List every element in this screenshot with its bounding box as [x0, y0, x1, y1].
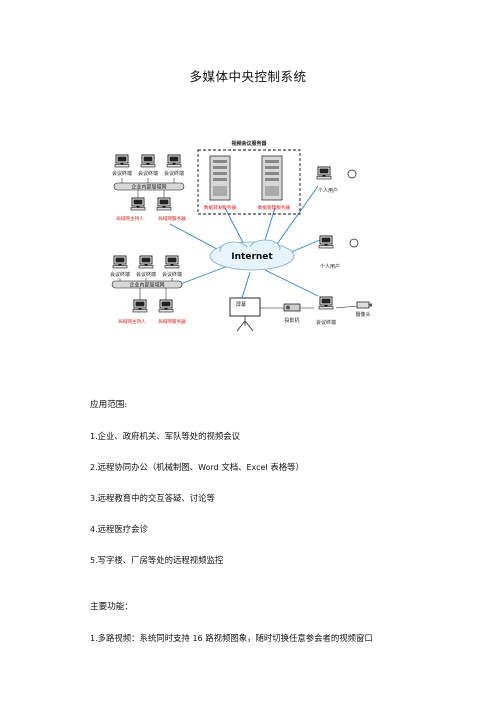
top-server-label: 局域网服务器	[158, 215, 186, 222]
computer-icon	[114, 154, 130, 168]
top-terminal-label: 会议终端	[138, 170, 158, 177]
computer-icon	[112, 255, 128, 269]
computer-icon	[318, 235, 334, 249]
top-lan-label: 企业内部局域网	[131, 184, 166, 191]
video-camera-icon	[356, 301, 372, 309]
bottom-terminal-label: 会议终端	[110, 271, 130, 278]
top-host-label: 局域网主持人	[116, 215, 144, 222]
bottom-terminal-label: 会议终端	[162, 271, 182, 278]
screen-label: 屏幕	[236, 301, 246, 308]
camera-icon	[349, 238, 359, 248]
scope-heading: 应用范围:	[90, 400, 128, 410]
document-title: 多媒体中央控制系统	[189, 69, 307, 84]
personal-user-bottom: 个人用户	[318, 235, 359, 270]
scope-item: 4.远程医疗会诊	[90, 524, 148, 534]
scope-item: 5.写字楼、厂房等处的远程视频监控	[90, 555, 224, 565]
computer-icon	[156, 197, 172, 211]
camera-icon	[347, 169, 357, 179]
server-left-label: 数据转发服务器	[204, 204, 237, 211]
server-left-icon	[209, 155, 231, 201]
functions-heading: 主要功能：	[90, 602, 133, 612]
personal-user-top: 个人用户	[316, 166, 357, 194]
bottom-host-label: 局域网主持人	[118, 318, 146, 325]
computer-icon	[138, 255, 154, 269]
computer-icon	[316, 166, 332, 180]
top-terminal-label: 会议终端	[164, 170, 184, 177]
conference-terminal-icon	[318, 296, 334, 310]
scope-item: 3.远程教育中的交互答疑、讨论等	[90, 493, 215, 503]
user-bottom-label: 个人用户	[320, 263, 340, 270]
computer-icon	[164, 255, 180, 269]
computer-icon	[132, 299, 148, 313]
camera-label: 摄像头	[355, 311, 370, 318]
conf-terminal-label: 会议终端	[316, 319, 336, 326]
computer-icon	[130, 197, 146, 211]
computer-icon	[158, 299, 174, 313]
top-lan-group: 会议终端 会议终端 会议终端 企业内部局域网 局域网主持人 局域网服务器	[112, 154, 186, 222]
projector-icon	[283, 303, 301, 312]
network-diagram: Internet 视频会议服务器 数据转发服务器 数据管理服务器 会议终端 会议…	[100, 128, 400, 350]
user-top-label: 个人用户	[318, 187, 338, 194]
projector-label: 投影机	[284, 317, 299, 324]
internet-label: Internet	[231, 252, 273, 262]
bottom-lan-group: 会议终端 会议终端 会议终端 企业内部局域网 局域网主持人 局域网服务器	[110, 255, 186, 325]
projection-screen-icon	[229, 297, 261, 332]
server-right-icon	[261, 155, 283, 201]
internet-cloud-icon	[209, 239, 295, 271]
function-item: 1.多路视频：系统同时支持 16 路视频图象，随时切换任意参会者的视频窗口	[90, 633, 373, 643]
top-terminal-label: 会议终端	[112, 170, 132, 177]
server-group-frame	[197, 149, 301, 215]
computer-icon	[166, 154, 182, 168]
bottom-terminal-label: 会议终端	[136, 271, 156, 278]
scope-item: 2.远程协同办公（机械制图、Word 文档、Excel 表格等）	[90, 462, 304, 472]
bottom-server-label: 局域网服务器	[158, 318, 186, 325]
server-right-label: 数据管理服务器	[258, 204, 291, 211]
computer-icon	[140, 154, 156, 168]
bottom-lan-label: 企业内部局域网	[129, 282, 164, 289]
server-group-label: 视频会议服务器	[231, 140, 267, 147]
scope-item: 1.企业、政府机关、军队等处的视频会议	[90, 431, 241, 441]
